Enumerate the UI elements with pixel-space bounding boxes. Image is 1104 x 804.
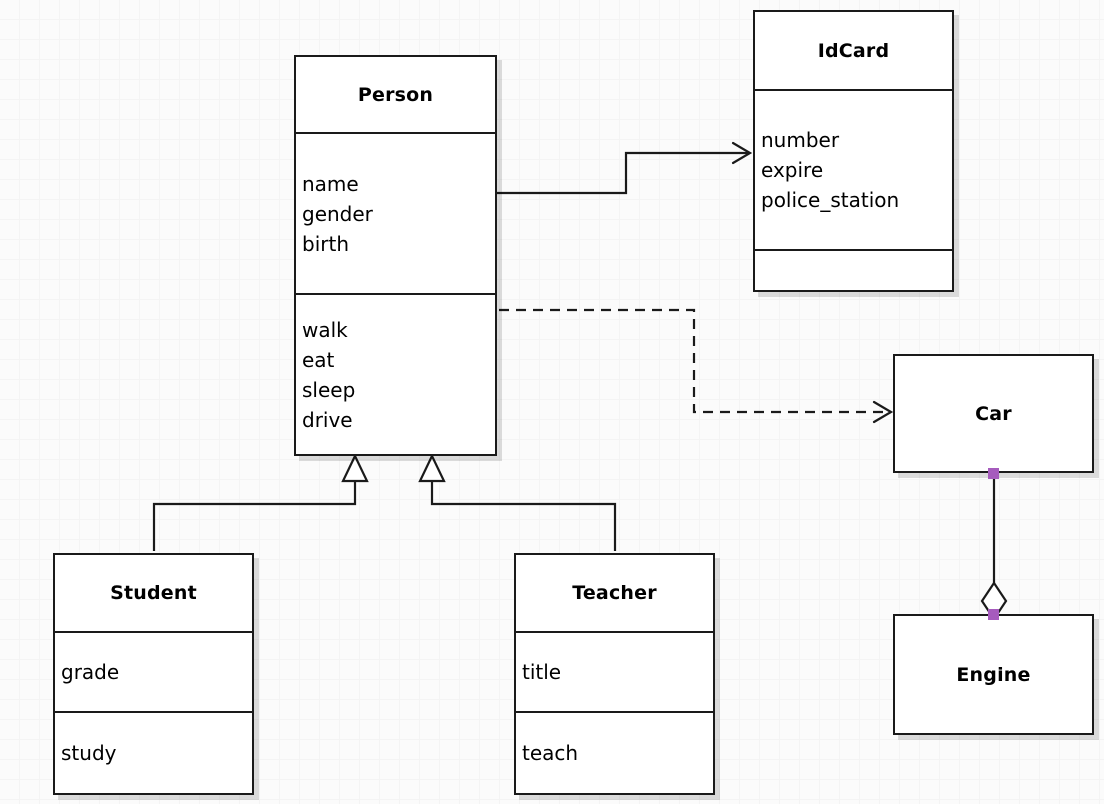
attribute-row: grade	[61, 660, 120, 684]
edge-car-engine[interactable]	[980, 474, 1008, 621]
open-arrowhead-icon	[731, 141, 753, 165]
class-box-idcard[interactable]: IdCard number expire police_station	[753, 10, 954, 292]
operation-row: teach	[522, 741, 579, 765]
class-box-student[interactable]: Student grade study	[53, 553, 254, 795]
operation-row: walk	[302, 317, 348, 342]
attribute-row: police_station	[761, 188, 900, 212]
edge-person-car[interactable]	[499, 308, 894, 424]
open-arrowhead-icon	[872, 400, 894, 424]
class-name-label: Engine	[956, 663, 1031, 686]
attribute-row: number	[761, 128, 840, 152]
operations-person: walk eat sleep drive	[296, 293, 495, 454]
edge-teacher-person[interactable]	[418, 453, 617, 551]
edge-student-person[interactable]	[152, 453, 369, 551]
operation-row: sleep	[302, 377, 356, 402]
class-name-idcard: IdCard	[755, 12, 952, 89]
class-name-label: Student	[110, 582, 197, 604]
class-name-teacher: Teacher	[516, 555, 713, 631]
hollow-triangle-icon	[418, 453, 446, 483]
class-box-car[interactable]: Car	[893, 354, 1094, 473]
attributes-idcard: number expire police_station	[755, 89, 952, 249]
operation-row: eat	[302, 347, 335, 372]
class-box-person[interactable]: Person name gender birth walk eat sleep …	[294, 55, 497, 456]
edge-person-idcard[interactable]	[497, 141, 753, 195]
class-name-engine: Engine	[895, 616, 1092, 733]
edge-endpoint-handle-engine[interactable]	[988, 609, 999, 620]
class-name-student: Student	[55, 555, 252, 631]
operations-idcard	[755, 249, 952, 290]
hollow-triangle-icon	[341, 453, 369, 483]
attributes-teacher: title	[516, 631, 713, 711]
operation-row: study	[61, 741, 117, 765]
operation-row: drive	[302, 407, 353, 432]
attributes-student: grade	[55, 631, 252, 711]
attribute-row: name	[302, 171, 359, 196]
class-name-label: Teacher	[572, 582, 657, 604]
class-name-label: Person	[357, 83, 434, 106]
class-name-label: IdCard	[817, 39, 890, 62]
class-box-teacher[interactable]: Teacher title teach	[514, 553, 715, 795]
attribute-row: birth	[302, 231, 349, 256]
attribute-row: expire	[761, 158, 824, 182]
attributes-person: name gender birth	[296, 132, 495, 293]
operations-student: study	[55, 711, 252, 793]
attribute-row: gender	[302, 201, 373, 226]
class-name-person: Person	[296, 57, 495, 132]
edge-endpoint-handle-car[interactable]	[988, 468, 999, 479]
class-name-car: Car	[895, 356, 1092, 471]
operations-teacher: teach	[516, 711, 713, 793]
attribute-row: title	[522, 660, 562, 684]
class-name-label: Car	[975, 402, 1012, 425]
class-box-engine[interactable]: Engine	[893, 614, 1094, 735]
